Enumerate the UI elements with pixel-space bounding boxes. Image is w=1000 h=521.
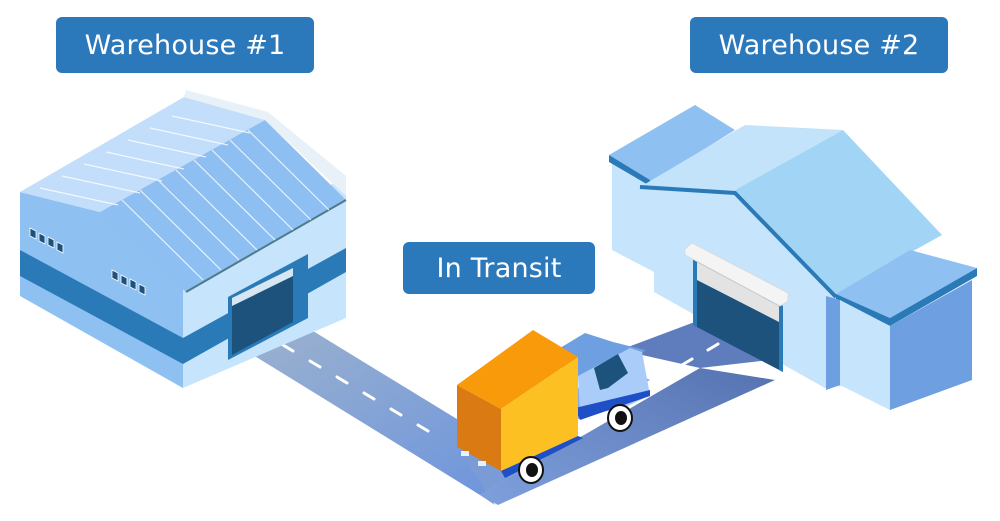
warehouse-1-roof-edge bbox=[185, 199, 347, 293]
truck-chassis-front bbox=[575, 390, 650, 420]
warehouse-2-annex-roof bbox=[836, 250, 977, 318]
warehouse-2-door-awning bbox=[684, 242, 789, 307]
warehouse-1-roof-ridge bbox=[184, 90, 346, 196]
truck-cargo-back bbox=[457, 385, 501, 471]
warehouse-1-building bbox=[20, 90, 347, 388]
warehouse-2-annex-side bbox=[840, 300, 890, 410]
warehouse-2-roof-edge bbox=[639, 185, 838, 299]
in-transit-label: In Transit bbox=[403, 242, 595, 294]
warehouse-2-door-side-2 bbox=[779, 304, 783, 372]
truck-cargo-side bbox=[501, 357, 578, 471]
warehouse-1-roof-right bbox=[100, 120, 346, 292]
warehouse-1-windows bbox=[29, 227, 146, 296]
warehouse-2-building bbox=[609, 105, 977, 410]
warehouse-1-left-band bbox=[20, 250, 183, 364]
warehouse-2-roof-front bbox=[640, 125, 843, 190]
road-connector bbox=[620, 320, 770, 368]
warehouse-1-label: Warehouse #1 bbox=[56, 17, 314, 73]
warehouse-1-roof-left bbox=[20, 97, 265, 212]
warehouse-1-door bbox=[232, 276, 293, 355]
warehouse-2-label: Warehouse #2 bbox=[690, 17, 948, 73]
warehouse-2-roof-left-edge bbox=[609, 155, 650, 186]
truck-cargo-top bbox=[457, 330, 578, 409]
warehouse-2-door-window bbox=[697, 262, 779, 322]
truck-cab-window bbox=[594, 354, 628, 390]
truck-rear-lights bbox=[461, 451, 486, 466]
road-right-segment bbox=[480, 368, 775, 505]
warehouse-2-roof-main bbox=[735, 130, 942, 294]
warehouse-2-annex-front bbox=[890, 280, 972, 410]
delivery-truck-icon bbox=[457, 330, 650, 484]
warehouse-1-door-awning bbox=[232, 268, 293, 306]
truck-wheel-front bbox=[607, 404, 633, 432]
warehouse-2-annex-roof-edge-2 bbox=[836, 294, 890, 326]
warehouse-2-roof-left bbox=[609, 105, 735, 183]
warehouse-2-annex-roof-edge bbox=[890, 268, 977, 326]
truck-wheel-rear bbox=[518, 456, 544, 484]
warehouse-2-door-side bbox=[693, 257, 697, 327]
road-left-segment bbox=[232, 312, 532, 495]
warehouse-1-roof-panels bbox=[39, 115, 330, 281]
warehouse-2-pillar bbox=[826, 296, 840, 390]
road bbox=[232, 312, 775, 505]
